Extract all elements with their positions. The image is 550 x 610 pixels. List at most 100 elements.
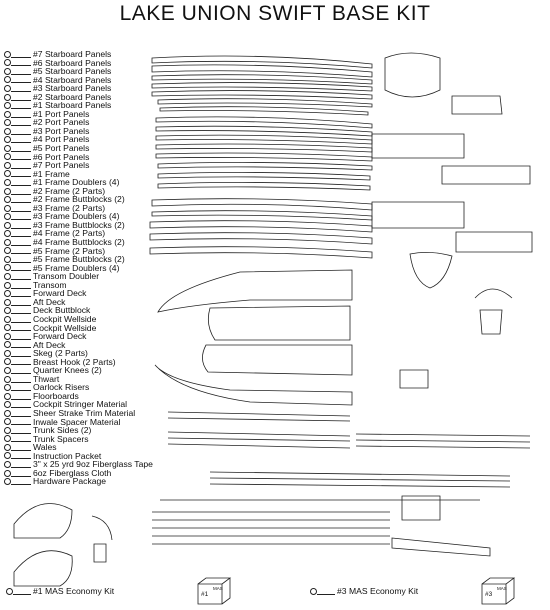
part-callout xyxy=(4,59,11,67)
part-label: Deck Buttblock xyxy=(33,305,91,316)
part-row: #1 Frame Doublers (4) xyxy=(4,178,144,187)
part-label: Instruction Packet xyxy=(33,450,102,461)
part-label: Trunk Sides (2) xyxy=(33,425,92,436)
part-label: #6 Port Panels xyxy=(33,151,90,162)
part-label: Forward Deck xyxy=(33,288,87,299)
part-label: Thwart xyxy=(33,373,60,384)
part-row: Inwale Spacer Material xyxy=(4,416,144,427)
part-callout xyxy=(4,332,11,340)
part-row: Trunk Spacers xyxy=(4,435,144,444)
misc-parts xyxy=(13,369,491,587)
part-callout xyxy=(4,290,11,298)
part-row: Aft Deck xyxy=(4,341,144,350)
part-callout xyxy=(4,461,11,469)
part-row: #5 Starboard Panels xyxy=(4,67,144,76)
part-callout xyxy=(4,272,11,280)
part-row: Instruction Packet xyxy=(4,452,144,461)
kit3-callout xyxy=(310,587,317,595)
part-label: Sheer Strake Trim Material xyxy=(33,407,136,418)
part-row: #5 Frame Doublers (4) xyxy=(4,264,144,273)
kit3-box-label: #3 xyxy=(485,591,493,598)
part-callout xyxy=(4,102,11,110)
part-callout xyxy=(4,119,11,127)
kit3-caption: #3 MAS Economy Kit xyxy=(310,586,418,596)
part-callout xyxy=(4,418,11,426)
part-row: Forward Deck xyxy=(4,332,144,341)
part-callout xyxy=(4,204,11,212)
part-callout xyxy=(4,469,11,477)
part-label: #4 Frame (2 Parts) xyxy=(33,228,106,239)
part-row: Cockpit Wellside xyxy=(4,322,144,333)
kit-boxes xyxy=(197,577,516,605)
part-row: Aft Deck xyxy=(4,298,144,307)
part-label: #1 Frame xyxy=(33,168,70,179)
part-row: #7 Port Panels xyxy=(4,161,144,170)
part-row: Thwart xyxy=(4,375,144,384)
part-label: Transom xyxy=(33,279,67,290)
part-label: Floorboards xyxy=(33,390,79,401)
part-label: 6oz Fiberglass Cloth xyxy=(33,467,112,478)
part-row: #2 Port Panels xyxy=(4,118,144,127)
part-callout xyxy=(4,161,11,169)
part-callout xyxy=(4,76,11,84)
part-row: #3 Starboard Panels xyxy=(4,84,144,93)
part-row: #2 Starboard Panels xyxy=(4,93,144,102)
part-label: #1 Port Panels xyxy=(33,108,90,119)
part-callout xyxy=(4,281,11,289)
part-callout xyxy=(4,110,11,118)
part-row: #6 Port Panels xyxy=(4,151,144,162)
part-label: #4 Frame Buttblocks (2) xyxy=(33,237,125,248)
part-label: Quarter Knees (2) xyxy=(33,365,102,376)
part-row: Transom Doubler xyxy=(4,272,144,281)
frame-strip-panels xyxy=(149,198,373,259)
part-callout xyxy=(4,367,11,374)
part-row: Sheer Strake Trim Material xyxy=(4,409,144,418)
part-label: Cockpit Wellside xyxy=(33,322,97,333)
part-row: #4 Port Panels xyxy=(4,135,144,144)
deck-panels xyxy=(154,269,353,406)
part-callout xyxy=(4,127,11,135)
parts-list: #7 Starboard Panels#6 Starboard Panels#5… xyxy=(4,50,153,486)
part-label: Inwale Spacer Material xyxy=(33,416,121,427)
part-callout xyxy=(4,315,11,323)
part-label: #1 Starboard Panels xyxy=(33,100,112,111)
part-callout xyxy=(4,255,11,263)
part-label: Oarlock Risers xyxy=(33,382,90,393)
part-callout xyxy=(4,384,11,392)
kit3-label: #3 MAS Economy Kit xyxy=(337,586,419,596)
part-label: Breast Hook (2 Parts) xyxy=(33,356,116,367)
part-label: #5 Frame Buttblocks (2) xyxy=(33,254,125,265)
part-row: Deck Buttblock xyxy=(4,306,144,315)
part-label: #5 Frame Doublers (4) xyxy=(33,262,120,273)
part-label: #3 Frame Doublers (4) xyxy=(33,211,120,222)
part-label: #5 Frame (2 Parts) xyxy=(33,245,106,256)
part-row: Oarlock Risers xyxy=(4,383,144,392)
part-label: Aft Deck xyxy=(33,339,66,350)
part-row: #5 Port Panels xyxy=(4,144,144,153)
part-row: #1 Port Panels xyxy=(4,110,144,119)
part-row: #6 Starboard Panels xyxy=(4,58,144,68)
part-row: #4 Frame (2 Parts) xyxy=(4,229,144,238)
part-row: #1 Starboard Panels xyxy=(4,101,144,110)
part-callout xyxy=(4,238,11,246)
part-callout xyxy=(4,170,11,178)
part-label: Wales xyxy=(33,442,57,453)
part-label: Cockpit Wellside xyxy=(33,313,97,324)
part-label: #3 Starboard Panels xyxy=(33,83,112,94)
part-label: Skeg (2 Parts) xyxy=(33,348,88,359)
part-label: #3 Port Panels xyxy=(33,125,90,136)
part-row: #4 Frame Buttblocks (2) xyxy=(4,238,144,247)
page-title: LAKE UNION SWIFT BASE KIT xyxy=(119,2,431,25)
kit3-box-brand: MAS xyxy=(497,586,507,591)
part-row: 6oz Fiberglass Cloth xyxy=(4,469,144,478)
part-row: Hardware Package xyxy=(4,477,144,486)
part-callout xyxy=(4,409,11,417)
part-row: #5 Frame (2 Parts) xyxy=(4,245,144,256)
part-callout xyxy=(4,298,11,306)
part-row: #5 Frame Buttblocks (2) xyxy=(4,255,144,264)
part-row: #4 Starboard Panels xyxy=(4,76,144,85)
part-label: Aft Deck xyxy=(33,296,66,307)
part-callout xyxy=(4,443,11,451)
part-row: Breast Hook (2 Parts) xyxy=(4,358,144,367)
